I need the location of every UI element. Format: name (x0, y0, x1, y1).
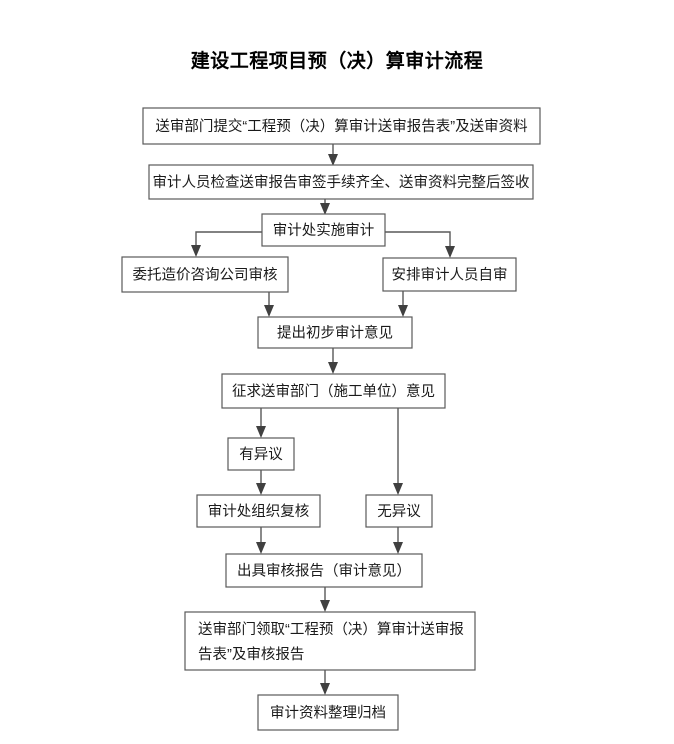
flow-node-entrust-consulting-company[interactable]: 委托造价咨询公司审核 (121, 256, 289, 293)
edge-n8-n10 (256, 470, 266, 495)
edge-n12-n13 (320, 670, 330, 695)
flow-node-label: 安排审计人员自审 (392, 266, 508, 283)
flow-node-organize-review[interactable]: 审计处组织复核 (196, 494, 321, 528)
edge-n11-n12 (320, 587, 330, 612)
edge-n3-n4 (191, 231, 262, 257)
flow-node-label: 审计资料整理归档 (270, 704, 386, 721)
flow-node-auditor-check[interactable]: 审计人员检查送审报告审签手续齐全、送审资料完整后签收 (148, 164, 534, 200)
flow-node-label: 有异议 (239, 446, 283, 463)
edge-n5-n6 (398, 291, 408, 317)
edge-n9-n11 (393, 527, 403, 554)
flow-node-label: 审计处实施审计 (273, 222, 375, 239)
flow-node-label-line2: 告表”及审核报告 (198, 646, 304, 663)
flow-node-preliminary-opinion[interactable]: 提出初步审计意见 (257, 316, 413, 349)
flow-node-label: 委托造价咨询公司审核 (133, 266, 278, 283)
edge-n7-n8 (256, 408, 266, 438)
edge-n3-n5 (385, 231, 455, 258)
edge-n4-n6 (264, 292, 274, 317)
flow-node-issue-audit-report[interactable]: 出具审核报告（审计意见） (225, 553, 423, 588)
flow-node-archive-materials[interactable]: 审计资料整理归档 (257, 694, 399, 731)
flow-node-no-objection[interactable]: 无异议 (365, 494, 433, 528)
edge-n7-n9 (393, 408, 403, 495)
page-title: 建设工程项目预（决）算审计流程 (190, 51, 484, 72)
edge-n1-n2 (328, 143, 338, 166)
flow-node-label: 征求送审部门（施工单位）意见 (232, 382, 435, 400)
flow-node-label: 送审部门提交“工程预（决）算审计送审报告表”及送审资料 (155, 117, 527, 135)
flow-node-assign-internal-auditor[interactable]: 安排审计人员自审 (382, 257, 517, 292)
edge-n10-n11 (256, 527, 266, 554)
flow-node-label: 审计处组织复核 (208, 502, 310, 520)
flow-node-has-objection[interactable]: 有异议 (227, 437, 295, 471)
edge-n2-n3 (320, 198, 330, 215)
flow-node-label: 提出初步审计意见 (277, 323, 393, 341)
flow-node-label: 出具审核报告（审计意见） (237, 561, 411, 579)
flow-node-label-line1: 送审部门领取“工程预（决）算审计送审报 (198, 621, 464, 638)
edge-n6-n7 (328, 348, 338, 374)
connectors (191, 143, 455, 695)
flow-node-collect-report[interactable]: 送审部门领取“工程预（决）算审计送审报 告表”及审核报告 (184, 611, 476, 671)
flow-node-label: 审计人员检查送审报告审签手续齐全、送审资料完整后签收 (153, 173, 530, 191)
flow-node-audit-office-execute[interactable]: 审计处实施审计 (261, 213, 386, 247)
flow-node-submit-report[interactable]: 送审部门提交“工程预（决）算审计送审报告表”及送审资料 (142, 107, 541, 145)
flow-node-label: 无异议 (377, 503, 421, 520)
flow-node-solicit-opinion[interactable]: 征求送审部门（施工单位）意见 (221, 373, 446, 409)
